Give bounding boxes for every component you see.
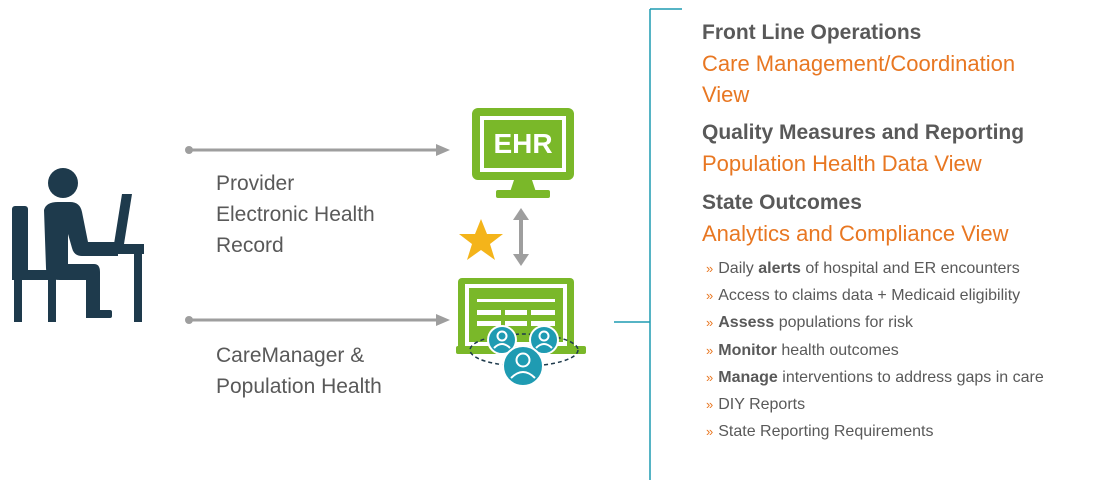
item-text: interventions to address gaps in care [777,368,1044,386]
caremanager-label-line: Population Health [216,375,382,398]
bullet-marker: » [706,424,714,440]
ehr-monitor-icon: EHR [470,106,576,202]
ehr-text: EHR [493,128,553,159]
item-text: Access to claims data + Medicaid eligibi… [718,287,1021,305]
view-front-line: Front Line Operations Care Management/Co… [702,18,1015,110]
provider-label-line: Record [216,234,284,257]
item-emphasis: Monitor [718,341,777,359]
view-state-outcomes: State Outcomes Analytics and Compliance … [702,188,1009,249]
person-at-laptop-icon [12,168,144,322]
bullet-marker: » [706,261,714,276]
bullet-marker: » [706,369,714,385]
view-heading: State Outcomes [702,191,862,214]
view-subtitle: View [702,82,750,107]
item-text: of hospital and ER encounters [800,260,1020,277]
star-icon [459,219,503,260]
list-item: »Monitor health outcomes [706,341,1098,360]
view-subtitle: Population Health Data View [702,151,982,176]
item-text: Daily [718,260,759,277]
population-dashboard-icon [456,278,586,387]
item-emphasis: Assess [718,314,775,332]
view-quality-measures: Quality Measures and Reporting Populatio… [702,118,1024,179]
list-item: »Access to claims data + Medicaid eligib… [706,286,1098,305]
list-item: »State Reporting Requirements [706,422,1098,441]
item-emphasis: alerts [758,260,801,277]
bullet-marker: » [706,396,714,412]
list-item: »Manage interventions to address gaps in… [706,368,1094,387]
feature-list: »Daily alerts of hospital and ER encount… [706,259,1098,449]
view-heading: Quality Measures and Reporting [702,121,1025,144]
item-emphasis: Manage [718,368,778,386]
provider-label: Provider Electronic Health Record [216,168,375,261]
view-heading: Front Line Operations [702,21,922,44]
item-text: populations for risk [774,314,914,332]
bracket-divider [614,8,682,480]
list-item: »Assess populations for risk [706,313,1098,332]
connector-arrows [185,144,450,326]
provider-label-line: Electronic Health [216,203,375,226]
list-item: » Daily alerts of hospital and ER encount… [706,259,1098,278]
bullet-marker: » [706,342,714,358]
view-subtitle: Analytics and Compliance View [702,221,1009,246]
item-text: State Reporting Requirements [718,423,934,441]
item-text: DIY Reports [718,395,806,413]
caremanager-label-line: CareManager & [216,344,365,367]
provider-label-line: Provider [216,172,295,195]
item-text: health outcomes [776,341,899,359]
bullet-marker: » [706,315,714,331]
double-arrow-icon [513,208,529,266]
bullet-marker: » [706,288,714,304]
view-subtitle: Care Management/Coordination [702,51,1016,76]
caremanager-label: CareManager & Population Health [216,340,382,402]
list-item: »DIY Reports [706,395,1098,414]
